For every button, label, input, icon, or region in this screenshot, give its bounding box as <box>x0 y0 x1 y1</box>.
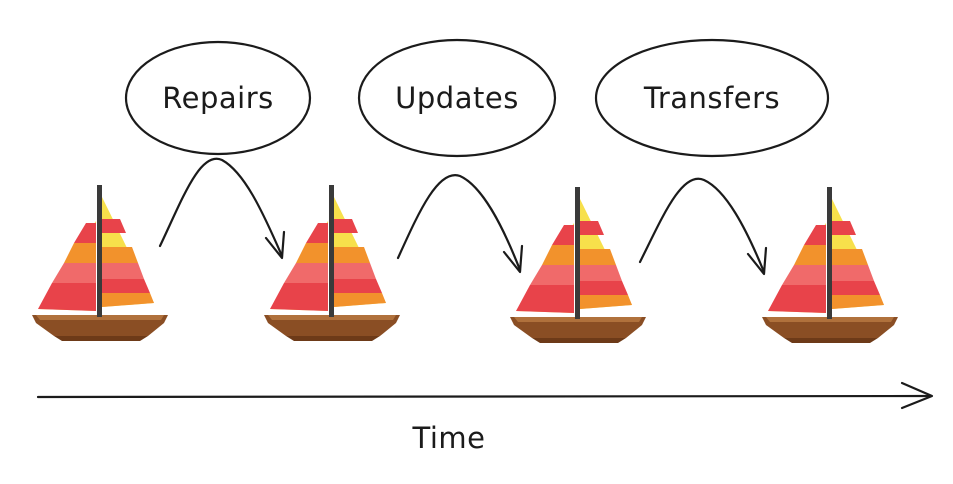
step-repairs: Repairs <box>124 40 312 156</box>
time-axis <box>36 381 934 410</box>
step-label-repairs: Repairs <box>162 81 273 115</box>
sailboat-icon <box>32 185 168 341</box>
transition-arrow-1 <box>158 157 286 260</box>
sailboat-icon <box>264 185 400 341</box>
step-label-updates: Updates <box>395 81 519 115</box>
sailboat-icon <box>510 187 646 343</box>
step-transfers: Transfers <box>594 38 830 158</box>
transition-arrow-3 <box>638 177 768 276</box>
sailboat-icon <box>762 187 898 343</box>
transition-arrow-2 <box>396 174 524 274</box>
time-axis-label: Time <box>412 421 486 455</box>
step-label-transfers: Transfers <box>643 81 780 115</box>
step-updates: Updates <box>357 38 557 158</box>
